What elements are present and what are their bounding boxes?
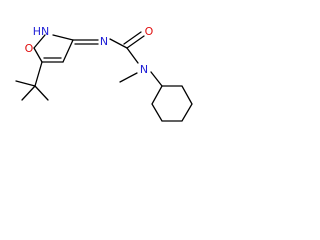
- bond-n-cyclohexyl: [150, 71, 163, 87]
- bond-carbonyl-double: [123, 31, 142, 45]
- bond-tbu-me1: [21, 85, 36, 101]
- atom-label-amide-n: N: [140, 63, 148, 76]
- bond-n-methyl: [119, 72, 138, 83]
- cyclohexane-ring: [151, 85, 193, 122]
- bond-c5-tbu: [34, 61, 43, 87]
- bond-hn-c3: [52, 34, 74, 41]
- bond-tbu-me2: [34, 85, 49, 101]
- bond-carbonyl: [126, 35, 145, 49]
- bond-c-amide-n: [126, 47, 139, 64]
- atom-label-isoxazole-nh: HN: [33, 25, 50, 38]
- bond-c3-c4: [62, 39, 74, 63]
- bond-n-carbonyl-c: [109, 38, 128, 49]
- structure-drawing: HN O N O N: [15, 25, 193, 122]
- bond-c5-o: [33, 47, 43, 63]
- atom-label-imine-n: N: [100, 35, 108, 48]
- molecule-diagram: HN O N O N: [0, 0, 223, 139]
- bond-o-hn: [33, 34, 46, 49]
- atom-label-isoxazole-o: O: [25, 42, 34, 55]
- atom-label-carbonyl-o: O: [145, 25, 154, 38]
- bond-tbu-me3: [15, 80, 36, 87]
